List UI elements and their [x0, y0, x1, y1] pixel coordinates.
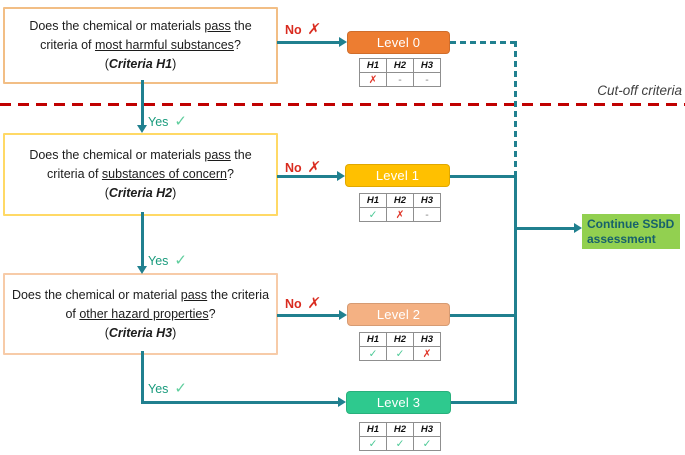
- level-1-table: H1 H2 H3 ✓ ✗ -: [359, 193, 441, 222]
- connector-continue: [514, 227, 574, 230]
- table-header: H1: [360, 423, 386, 436]
- table-value: -: [414, 208, 440, 221]
- table-header: H1: [360, 333, 386, 346]
- connector-h3-elbow-v: [141, 351, 144, 403]
- table-value: ✓: [387, 437, 413, 450]
- level-2-box: Level 2: [347, 303, 450, 326]
- table-value: -: [387, 73, 413, 86]
- continue-ssbd-box: Continue SSbD assessment: [582, 214, 680, 249]
- connector-h3-elbow-h: [141, 401, 338, 404]
- table-value: ✓: [387, 347, 413, 360]
- yes-text: Yes: [148, 115, 169, 129]
- table-value: ✗: [387, 208, 413, 221]
- level-2-table: H1 H2 H3 ✓ ✓ ✗: [359, 332, 441, 361]
- table-header: H3: [414, 423, 440, 436]
- table-value: ✗: [414, 347, 440, 360]
- no-text: No: [285, 23, 302, 37]
- collector-line: [514, 175, 517, 404]
- table-header: H3: [414, 59, 440, 72]
- table-header: H3: [414, 194, 440, 207]
- table-value: ✓: [414, 437, 440, 450]
- table-header: H1: [360, 194, 386, 207]
- yes-label-h1: Yes ✓: [148, 112, 187, 130]
- table-header: H2: [387, 59, 413, 72]
- table-value: ✓: [360, 437, 386, 450]
- arrowhead-level3: [338, 397, 346, 407]
- no-text: No: [285, 161, 302, 175]
- yes-label-h3: Yes ✓: [148, 379, 187, 397]
- table-header: H3: [414, 333, 440, 346]
- connector-level1-collector: [450, 175, 516, 178]
- connector-h1-level0: [277, 41, 339, 44]
- level-0-table: H1 H2 H3 ✗ - -: [359, 58, 441, 87]
- table-value: -: [414, 73, 440, 86]
- connector-level2-collector: [450, 314, 516, 317]
- check-icon: ✓: [174, 252, 187, 269]
- level-1-box: Level 1: [345, 164, 450, 187]
- table-header: H1: [360, 59, 386, 72]
- question-box-h3: Does the chemical or material pass the c…: [3, 273, 278, 355]
- level-0-box: Level 0: [347, 31, 450, 54]
- connector-level3-collector: [451, 401, 516, 404]
- cutoff-label: Cut-off criteria: [597, 83, 682, 98]
- arrowhead-h2: [137, 125, 147, 133]
- level-3-table: H1 H2 H3 ✓ ✓ ✓: [359, 422, 441, 451]
- cross-icon: ✗: [306, 159, 322, 176]
- arrowhead-level2: [339, 310, 347, 320]
- collector-dashed-segment: [514, 41, 517, 176]
- table-header: H2: [387, 333, 413, 346]
- level-3-box: Level 3: [346, 391, 451, 414]
- table-header: H2: [387, 423, 413, 436]
- no-text: No: [285, 297, 302, 311]
- table-value: ✓: [360, 208, 386, 221]
- connector-h2-level1: [277, 175, 337, 178]
- connector-h3-level2: [277, 314, 339, 317]
- table-header: H2: [387, 194, 413, 207]
- cross-icon: ✗: [306, 295, 322, 312]
- yes-label-h2: Yes ✓: [148, 251, 187, 269]
- cutoff-dashed-line: [0, 103, 685, 106]
- connector-h2-h3: [141, 212, 144, 268]
- connector-h1-h2: [141, 80, 144, 127]
- arrowhead-continue: [574, 223, 582, 233]
- cross-icon: ✗: [306, 21, 322, 38]
- arrowhead-level0: [339, 37, 347, 47]
- check-icon: ✓: [174, 380, 187, 397]
- table-value: ✗: [360, 73, 386, 86]
- no-label-h3: No ✗: [285, 294, 322, 312]
- yes-text: Yes: [148, 382, 169, 396]
- no-label-h2: No ✗: [285, 158, 322, 176]
- check-icon: ✓: [174, 113, 187, 130]
- connector-level0-collector-dashed: [450, 41, 516, 44]
- no-label-h1: No ✗: [285, 20, 322, 38]
- arrowhead-level1: [337, 171, 345, 181]
- table-value: ✓: [360, 347, 386, 360]
- yes-text: Yes: [148, 254, 169, 268]
- arrowhead-h3: [137, 266, 147, 274]
